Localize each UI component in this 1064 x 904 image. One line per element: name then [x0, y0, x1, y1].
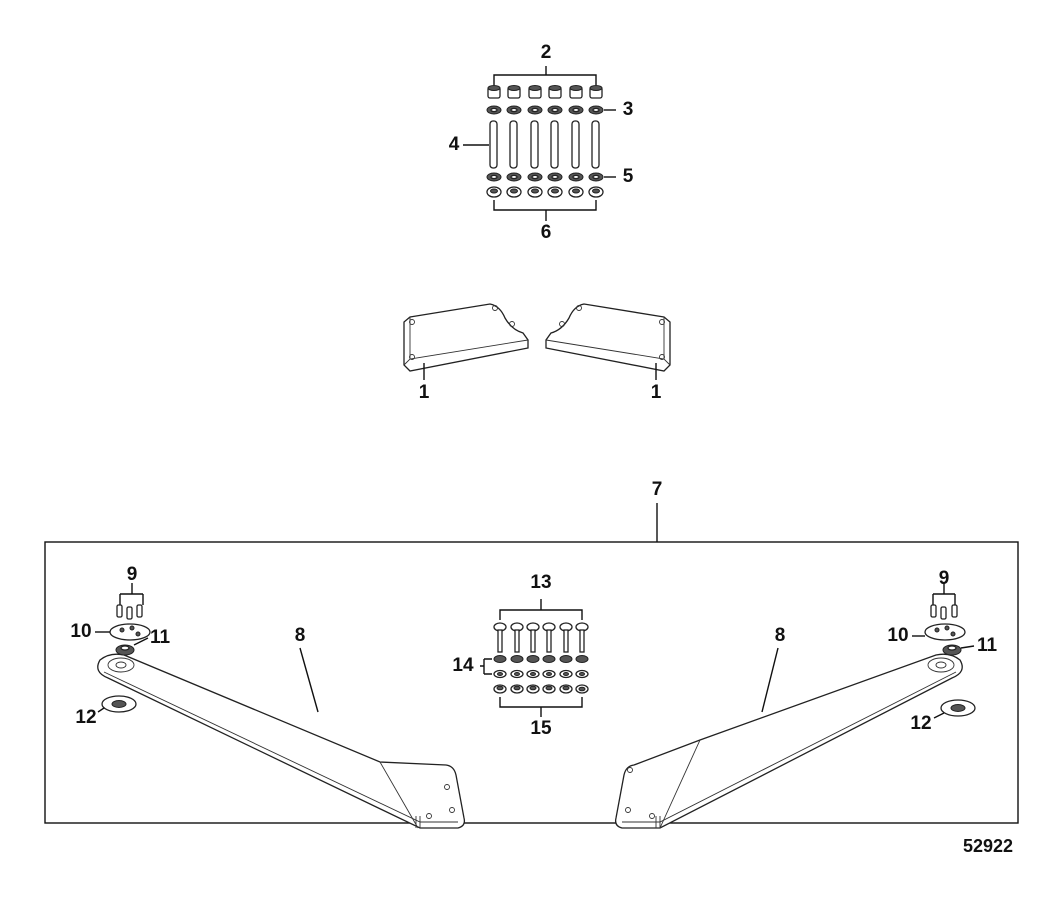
kit-assembly: 7 8 9 10 11 12 — [44, 479, 1019, 829]
callout-11-left: 11 — [150, 627, 171, 648]
lockwashers-row — [493, 655, 589, 663]
callout-11-right: 11 — [977, 635, 998, 656]
flange-nuts-row — [486, 186, 604, 198]
callout-1-right: 1 — [651, 382, 662, 403]
support-arm-left — [97, 653, 466, 829]
support-arm-right — [614, 653, 963, 829]
callout-10-left: 10 — [70, 621, 91, 642]
mounting-plate-right — [545, 303, 671, 372]
callout-14: 14 — [452, 655, 474, 676]
flatwashers-row — [493, 669, 589, 679]
callout-2: 2 — [541, 42, 552, 63]
top-hardware-group: 2 3 4 — [449, 42, 634, 243]
callout-8-right: 8 — [775, 625, 786, 646]
callout-9-left: 9 — [127, 564, 138, 585]
washers-row-upper — [486, 105, 604, 115]
callout-6: 6 — [541, 222, 552, 243]
nuts-row — [487, 85, 603, 99]
right-arm-hardware: 9 10 11 12 — [887, 568, 997, 734]
callout-1-left: 1 — [419, 382, 430, 403]
callout-8-left: 8 — [295, 625, 306, 646]
left-arm-hardware: 9 10 11 12 — [70, 564, 170, 728]
studs-row — [489, 120, 600, 169]
washers-row-lower — [486, 172, 604, 182]
callout-3: 3 — [623, 99, 634, 120]
callout-10-right: 10 — [887, 625, 908, 646]
callout-4: 4 — [449, 134, 460, 155]
bolts-row — [493, 622, 589, 653]
mounting-plate-left — [403, 303, 529, 372]
callout-12-left: 12 — [75, 707, 96, 728]
center-hardware-group: 13 — [452, 572, 589, 739]
callout-12-right: 12 — [910, 713, 931, 734]
callout-7: 7 — [652, 479, 663, 500]
callout-13: 13 — [530, 572, 551, 593]
nuts-row-lower — [493, 684, 589, 694]
callout-15: 15 — [530, 718, 552, 739]
callout-5: 5 — [623, 166, 634, 187]
mounting-plates: 1 1 — [403, 303, 671, 403]
callout-9-right: 9 — [939, 568, 950, 589]
kit-box — [44, 541, 1019, 824]
figure-id: 52922 — [963, 836, 1013, 856]
